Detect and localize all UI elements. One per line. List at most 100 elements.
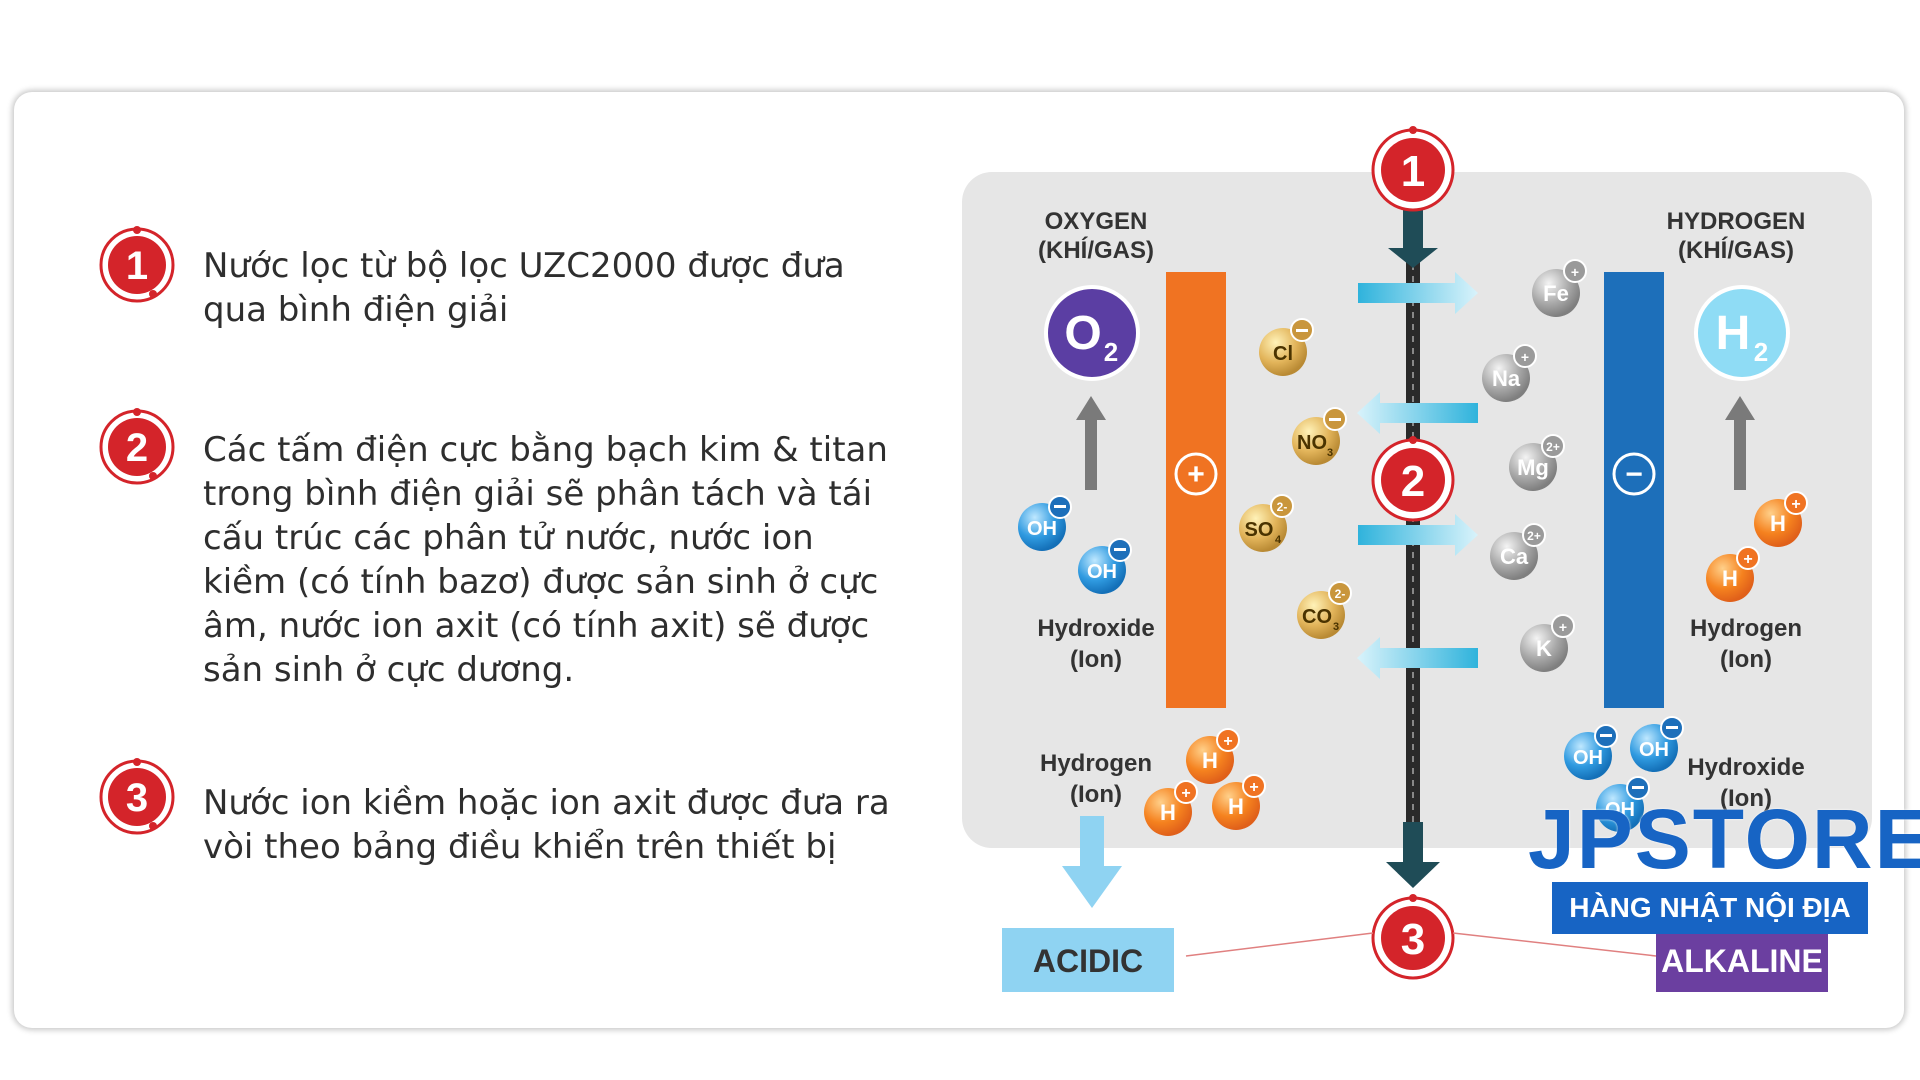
anode-sign: +	[1187, 458, 1205, 491]
svg-text:OH: OH	[1605, 799, 1635, 821]
hydrogen-rise-arrow-icon	[1725, 396, 1755, 490]
svg-text:Fe: Fe	[1543, 281, 1569, 306]
svg-text:CO: CO	[1302, 606, 1332, 628]
calcium-ion-icon: 2+ Ca	[1490, 523, 1546, 580]
svg-text:+: +	[1181, 785, 1190, 802]
inflow-arrow-icon	[1388, 210, 1438, 268]
svg-text:2+: 2+	[1546, 440, 1560, 454]
svg-text:Ca: Ca	[1500, 544, 1529, 569]
svg-text:+: +	[1571, 264, 1579, 280]
svg-text:2-: 2-	[1335, 587, 1346, 601]
carbonate-ion-icon: 2- CO 3	[1297, 581, 1352, 639]
hydrogen-gas-subtitle: (KHÍ/GAS)	[1678, 236, 1794, 264]
connector-line	[1185, 932, 1374, 957]
oxygen-symbol: O	[1064, 307, 1101, 360]
diagram-marker-1-number: 1	[1401, 147, 1425, 196]
step-3-text: Nước ion kiềm hoặc ion axit được đưa ra …	[203, 783, 890, 867]
svg-text:H: H	[1722, 566, 1738, 591]
diagram-marker-2-number: 2	[1401, 457, 1425, 506]
svg-text:Mg: Mg	[1517, 455, 1549, 480]
oxygen-subscript: 2	[1104, 337, 1118, 367]
svg-text:2-: 2-	[1277, 500, 1288, 514]
svg-text:SO: SO	[1245, 519, 1274, 541]
svg-text:Na: Na	[1492, 366, 1521, 391]
connector-line	[1452, 932, 1657, 957]
watermark-brand: JPSTORE	[1528, 792, 1920, 886]
oxygen-rise-arrow-icon	[1076, 396, 1106, 490]
sodium-ion-icon: + Na	[1482, 344, 1537, 402]
oxygen-gas-subtitle: (KHÍ/GAS)	[1038, 236, 1154, 264]
right-hydroxide-label: Hydroxide	[1687, 754, 1804, 781]
step-3-badge-icon: 3	[99, 758, 175, 835]
svg-text:+: +	[1743, 551, 1752, 568]
svg-text:+: +	[1559, 619, 1567, 635]
anode-plate	[1166, 272, 1226, 708]
hydrogen-ion-icon: + H	[1212, 774, 1266, 830]
svg-text:3: 3	[1333, 621, 1339, 633]
hydrogen-molecule-icon: H 2	[1694, 285, 1790, 381]
left-hydrogen-label: Hydrogen	[1040, 750, 1152, 777]
svg-text:+: +	[1223, 733, 1232, 750]
left-hydrogen-label-2: (Ion)	[1070, 781, 1122, 808]
hydrogen-ion-icon: + H	[1754, 491, 1808, 547]
step-2-number: 2	[126, 426, 148, 470]
ion-flow-arrow-right-icon	[1358, 272, 1478, 314]
hydrogen-symbol: H	[1716, 307, 1751, 360]
step-1-text: Nước lọc từ bộ lọc UZC2000 được đưa qua …	[203, 246, 845, 330]
svg-text:OH: OH	[1027, 518, 1057, 540]
magnesium-ion-icon: 2+ Mg	[1509, 434, 1565, 491]
step-1-badge-icon: 1	[99, 226, 175, 303]
jpstore-watermark-logo: JPSTORE HÀNG NHẬT NỘI ĐỊA	[1528, 792, 1920, 934]
svg-text:4: 4	[1275, 534, 1282, 546]
hydroxide-ion-icon: OH	[1630, 716, 1684, 772]
step-2-text: Các tấm điện cực bằng bạch kim & titan t…	[203, 430, 888, 690]
step-3-number: 3	[126, 776, 148, 820]
right-hydrogen-label: Hydrogen	[1690, 615, 1802, 642]
chloride-ion-icon: Cl	[1259, 318, 1314, 376]
step-2-badge-icon: 2	[99, 408, 175, 485]
ion-flow-arrow-left-icon	[1357, 392, 1478, 434]
left-hydroxide-label-2: (Ion)	[1070, 646, 1122, 673]
hydrogen-ion-icon: + H	[1706, 546, 1760, 602]
svg-text:NO: NO	[1297, 432, 1327, 454]
outflow-arrow-icon	[1386, 822, 1440, 888]
svg-text:H: H	[1202, 748, 1218, 773]
hydroxide-ion-icon: OH	[1018, 495, 1072, 551]
right-hydroxide-label-2: (Ion)	[1720, 785, 1772, 812]
diagram-marker-3-number: 3	[1401, 915, 1425, 964]
svg-text:3: 3	[1327, 447, 1333, 459]
svg-text:Cl: Cl	[1273, 343, 1293, 365]
iron-ion-icon: + Fe	[1532, 259, 1587, 317]
alkaline-label: ALKALINE	[1661, 943, 1823, 979]
anode-plus-icon	[1174, 452, 1218, 496]
svg-text:2+: 2+	[1527, 529, 1541, 543]
svg-text:H: H	[1160, 800, 1176, 825]
step-1-number: 1	[126, 244, 148, 288]
ion-flow-arrow-right-icon	[1358, 514, 1478, 556]
left-hydroxide-label: Hydroxide	[1037, 615, 1154, 642]
svg-text:+: +	[1521, 349, 1529, 365]
hydrogen-ion-icon: + H	[1186, 728, 1240, 784]
svg-text:OH: OH	[1639, 739, 1669, 761]
oxygen-gas-title: OXYGEN	[1045, 208, 1148, 235]
acidic-label-box	[1002, 928, 1174, 992]
oxygen-molecule-icon: O 2	[1044, 285, 1140, 381]
svg-text:+: +	[1249, 779, 1258, 796]
hydroxide-ion-icon: OH	[1596, 776, 1650, 832]
cathode-minus-icon	[1612, 452, 1656, 496]
alkaline-label-box	[1656, 928, 1828, 992]
cathode-plate	[1604, 272, 1664, 708]
svg-text:K: K	[1536, 636, 1552, 661]
watermark-tagline: HÀNG NHẬT NỘI ĐỊA	[1552, 882, 1868, 934]
hydrogen-subscript: 2	[1754, 337, 1768, 367]
hydrogen-gas-title: HYDROGEN	[1667, 208, 1806, 235]
svg-text:H: H	[1228, 794, 1244, 819]
membrane	[1406, 240, 1420, 860]
diagram-marker-2-icon: 2	[1371, 436, 1455, 522]
diagram-marker-1-icon: 1	[1371, 126, 1455, 212]
hydroxide-ion-icon: OH	[1078, 538, 1132, 594]
svg-text:OH: OH	[1087, 561, 1117, 583]
svg-text:+: +	[1791, 496, 1800, 513]
cathode-sign: −	[1625, 458, 1643, 491]
